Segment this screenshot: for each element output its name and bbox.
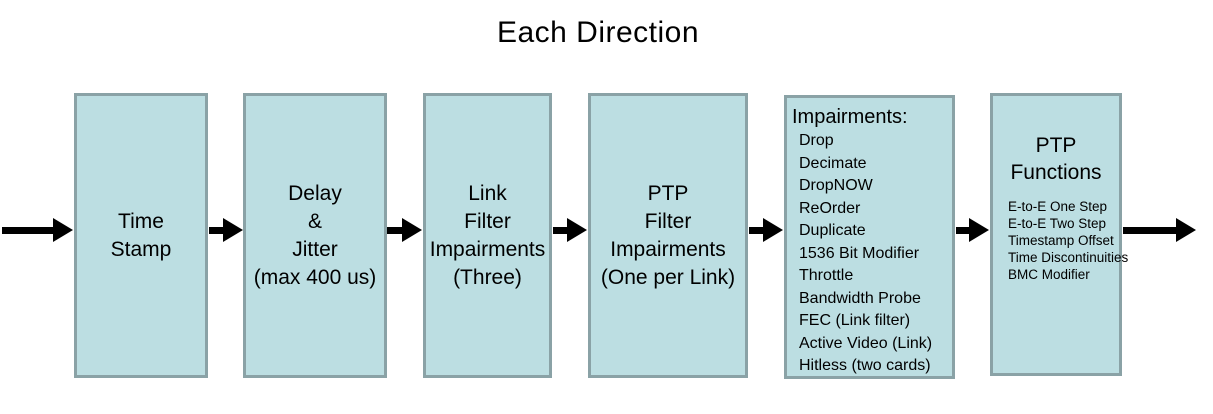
arrow-right-icon <box>2 218 73 242</box>
box-label-line: Impairments <box>610 237 726 261</box>
ptp-function-item: E-to-E One Step <box>1008 199 1108 214</box>
arrow-right-icon <box>553 218 587 242</box>
arrow-head <box>402 218 422 242</box>
impairment-item: DropNOW <box>799 177 873 194</box>
impairment-item: Active Video (Link) <box>799 334 933 352</box>
impairment-item: Bandwidth Probe <box>799 289 921 307</box>
arrow-head <box>969 218 989 242</box>
box-label-line: Jitter <box>292 237 338 261</box>
arrow-head <box>763 218 783 242</box>
box-ptp-filter-impairments: PTP Filter Impairments (One per Link) <box>588 93 748 378</box>
arrow-head <box>53 218 73 242</box>
box-label-line: Link <box>468 181 507 205</box>
arrow-right-icon <box>956 218 989 242</box>
box-label-line: Delay <box>288 181 342 205</box>
ptp-functions-list: E-to-E One Step E-to-E Two Step Timestam… <box>993 198 1129 283</box>
arrow-shaft <box>749 226 763 234</box>
impairment-item: ReOrder <box>799 199 861 217</box>
box-label-line: Stamp <box>110 237 172 261</box>
arrow-shaft <box>553 226 567 234</box>
arrow-shaft <box>2 226 53 234</box>
arrow-head <box>223 218 243 242</box>
box-ptp-functions: PTP Functions E-to-E One Step E-to-E Two… <box>990 93 1129 376</box>
arrow-right-icon <box>749 218 783 242</box>
ptp-function-item: BMC Modifier <box>1008 267 1090 282</box>
box-label-line: PTP <box>647 181 689 205</box>
impairment-item: Drop <box>799 132 834 149</box>
impairment-item: 1536 Bit Modifier <box>799 244 920 262</box>
impairment-item: FEC (Link filter) <box>799 312 911 329</box>
arrow-shaft <box>1123 226 1176 234</box>
arrow-shaft <box>387 226 402 234</box>
box-impairments-list: Impairments: Drop Decimate DropNOW ReOrd… <box>784 95 955 379</box>
impairment-item: Duplicate <box>799 222 866 239</box>
arrow-head <box>1176 218 1196 242</box>
box-label-line: Filter <box>644 209 692 233</box>
ptp-function-item: Time Discontinuities <box>1008 250 1129 265</box>
arrow-right-icon <box>1123 218 1196 242</box>
box-delay-jitter: Delay & Jitter (max 400 us) <box>243 93 387 378</box>
box-label-line: (max 400 us) <box>253 265 377 289</box>
box-label-line: & <box>307 209 322 233</box>
box-label-line: Filter <box>464 209 511 233</box>
box-label-line: (One per Link) <box>600 265 736 289</box>
box-label-line: (Three) <box>453 265 522 289</box>
diagram-title: Each Direction <box>496 16 700 49</box>
impairment-item: Hitless (two cards) <box>799 357 931 374</box>
ptp-function-item: Timestamp Offset <box>1008 233 1114 248</box>
impairment-item: Decimate <box>799 154 867 172</box>
box-link-filter-impairments: Link Filter Impairments (Three) <box>423 93 552 378</box>
arrow-right-icon <box>387 218 422 242</box>
box-label-line: Time <box>118 209 164 233</box>
arrow-head <box>567 218 587 242</box>
arrow-shaft <box>956 226 969 234</box>
impairment-item: Throttle <box>799 267 854 284</box>
box-time-stamp: Time Stamp <box>74 93 208 378</box>
ptp-functions-header: PTP Functions <box>993 132 1119 186</box>
box-label-line: Functions <box>1010 161 1102 184</box>
box-label-line: Impairments <box>429 237 546 261</box>
box-label-line: PTP <box>1035 134 1077 157</box>
impairments-header: Impairments: <box>792 106 908 128</box>
arrow-shaft <box>209 226 223 234</box>
arrow-right-icon <box>209 218 243 242</box>
ptp-function-item: E-to-E Two Step <box>1008 216 1107 231</box>
